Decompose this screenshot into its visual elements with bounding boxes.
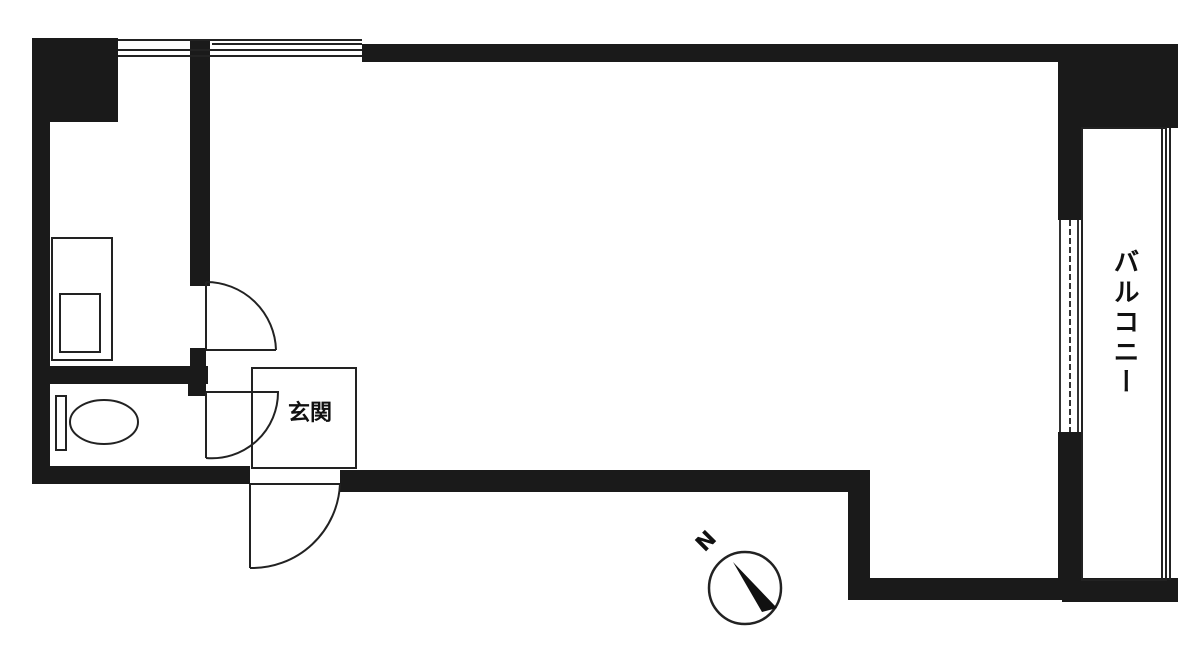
window-top [118,39,362,57]
wall-partition-horizontal [32,366,208,384]
kitchen-counter [51,237,113,361]
north-arrow-icon [733,562,777,612]
wall-right-lower [1058,432,1082,598]
wall-bottom-mid [340,470,870,492]
wall-right-upper [1058,60,1082,220]
entrance-label: 玄関 [288,400,332,426]
window-balcony [1059,220,1079,432]
sink [59,293,101,353]
balcony [1081,127,1171,581]
walls [32,38,1178,602]
wall-top-main [362,44,1178,62]
compass: N [691,526,783,626]
wall-step [848,478,870,598]
compass-circle [707,550,783,626]
wall-toilet-door-jamb [188,384,206,396]
wall-left [32,38,50,484]
balcony-bottom [1062,578,1178,602]
wall-partition-vertical [190,40,210,286]
doors [205,281,341,570]
toilet [55,395,139,451]
compass-letter: N [691,526,722,557]
entrance-area [251,367,357,469]
balcony-label: バルコニー [1109,248,1139,398]
wall-bottom-left [32,466,250,484]
